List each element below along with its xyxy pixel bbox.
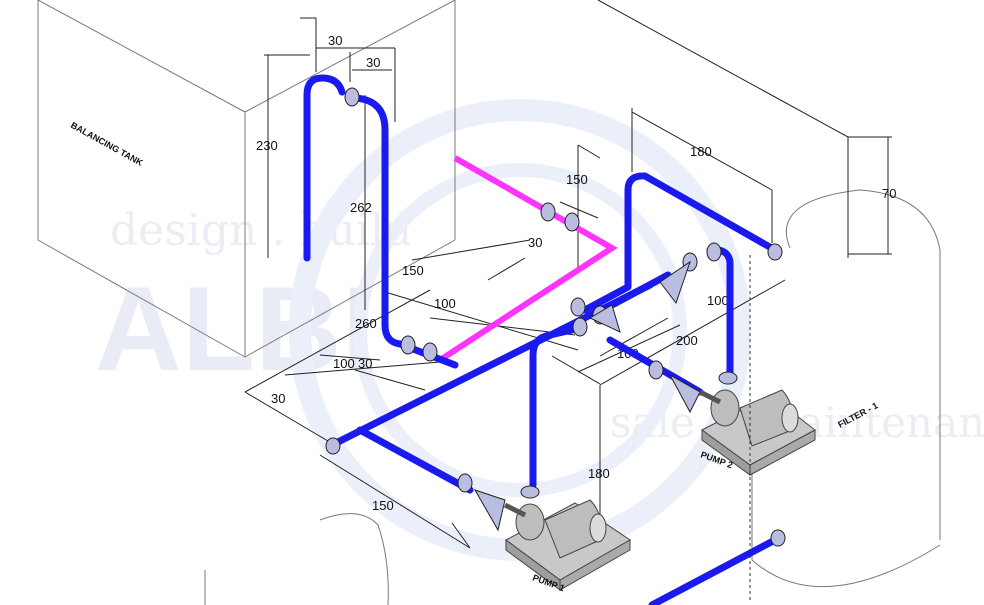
dim-262: 262	[350, 200, 372, 215]
dim-150-pink: 150	[566, 172, 588, 187]
strainer	[473, 489, 506, 532]
pipe-lower-return	[648, 536, 779, 605]
dim-100-left: 100	[333, 356, 355, 371]
watermark-swirl-inner	[353, 163, 687, 497]
flange	[570, 297, 586, 317]
flange	[457, 473, 473, 493]
dim-150-bottom: 150	[372, 498, 394, 513]
dim-200: 200	[676, 333, 698, 348]
pipe-pump1-riser	[529, 326, 576, 489]
flange	[767, 243, 783, 261]
pump-1	[503, 499, 631, 591]
flange	[422, 342, 438, 362]
pipe-header-branch	[608, 271, 672, 309]
pipe-to-pump1	[356, 426, 474, 494]
dim-30-top: 30	[328, 33, 342, 48]
dim-150-mid: 150	[402, 263, 424, 278]
strainer	[659, 260, 691, 305]
flange	[325, 437, 341, 455]
dim-30-mid: 30	[528, 235, 542, 250]
watermark: design . build ALBI sale & maintenance	[95, 99, 984, 561]
flange	[400, 335, 416, 355]
dim-230: 230	[256, 138, 278, 153]
dim-30-far: 30	[271, 391, 285, 406]
dim-180-top: 180	[690, 144, 712, 159]
filter-tank	[751, 189, 941, 588]
dim-260: 260	[355, 316, 377, 331]
balancing-tank-label: BALANCING TANK	[69, 120, 145, 168]
dim-70: 70	[882, 186, 896, 201]
flange	[344, 87, 360, 107]
dim-30-top2: 30	[366, 55, 380, 70]
strainer	[668, 373, 701, 414]
dim-180-pump: 180	[588, 466, 610, 481]
fittings	[325, 87, 786, 547]
flange	[520, 485, 540, 499]
flange	[564, 212, 580, 232]
pump-2	[698, 389, 816, 476]
lower-tank	[204, 513, 389, 605]
dim-30-left: 30	[358, 356, 372, 371]
flange	[572, 317, 588, 337]
pipe-discharge-1	[581, 172, 779, 314]
pipe-suction-a	[303, 74, 346, 262]
strainer	[588, 304, 621, 333]
pipe-suction-b	[351, 94, 459, 369]
dimension-labels: 30 30 230 262 150 180 70 30 150 100 260 …	[256, 33, 896, 513]
watermark-line1: design . build	[110, 205, 412, 256]
flange	[770, 529, 786, 547]
flange	[706, 242, 722, 262]
dimension-lines	[244, 0, 892, 549]
watermark-brand: ALBI	[95, 262, 375, 396]
flange	[648, 360, 664, 380]
flange	[718, 371, 738, 385]
dim-100-mid: 100	[434, 296, 456, 311]
dim-100-right: 100	[707, 293, 729, 308]
pipe-magenta	[438, 155, 618, 363]
flange	[540, 202, 556, 222]
